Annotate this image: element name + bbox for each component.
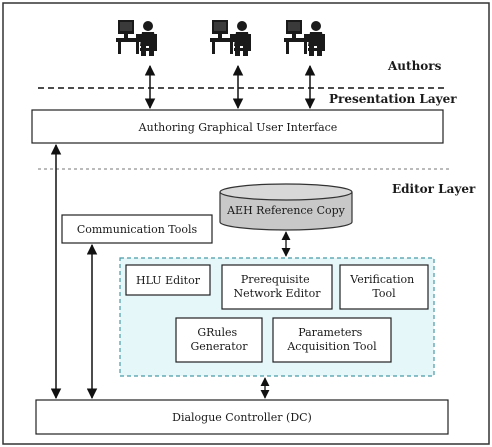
parameters-acquisition-tool-label: Parameters Acquisition Tool bbox=[286, 326, 377, 353]
aeh-reference-copy-label: AEH Reference Copy bbox=[226, 204, 346, 217]
prerequisite-network-editor-label: Prerequisite Network Editor bbox=[234, 273, 322, 300]
dialogue-controller-box bbox=[35, 399, 449, 435]
authors-label: Authors bbox=[387, 59, 442, 73]
aeh-reference-copy-database: AEH Reference Copy bbox=[219, 183, 353, 231]
editor-layer-label: Editor Layer bbox=[392, 182, 476, 196]
verification-label-line1: Verification bbox=[349, 273, 414, 286]
parameters-label-line2: Acquisition Tool bbox=[286, 340, 377, 353]
authoring-gui-label: Authoring Graphical User Interface bbox=[138, 121, 338, 134]
grules-generator-label: GRules Generator bbox=[190, 326, 248, 353]
hlu-editor-label: HLU Editor bbox=[136, 274, 201, 287]
grules-label-line1: GRules bbox=[197, 326, 237, 339]
parameters-acquisition-tool-box bbox=[272, 317, 392, 363]
communication-tools-box bbox=[61, 214, 213, 244]
dialogue-controller-label: Dialogue Controller (DC) bbox=[172, 411, 312, 424]
verification-tool-label: Verification Tool bbox=[349, 273, 417, 300]
authoring-gui-box bbox=[31, 109, 444, 144]
prerequisite-network-editor-box bbox=[221, 264, 333, 310]
communication-tools-label: Communication Tools bbox=[77, 223, 198, 236]
verification-tool-box bbox=[339, 264, 429, 310]
prerequisite-label-line1: Prerequisite bbox=[241, 273, 310, 286]
prerequisite-label-line2: Network Editor bbox=[234, 287, 322, 300]
grules-label-line2: Generator bbox=[190, 340, 248, 353]
parameters-label-line1: Parameters bbox=[298, 326, 362, 339]
grules-generator-box bbox=[175, 317, 263, 363]
verification-label-line2: Tool bbox=[372, 287, 396, 300]
presentation-layer-label: Presentation Layer bbox=[329, 92, 457, 106]
hlu-editor-box bbox=[125, 264, 211, 296]
